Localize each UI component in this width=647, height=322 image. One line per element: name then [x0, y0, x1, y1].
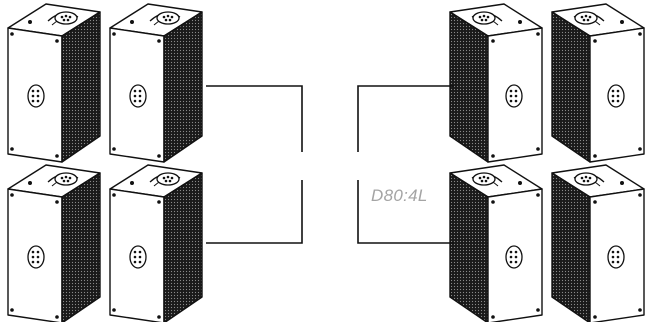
wire-left-bottom	[206, 180, 303, 244]
wire-right-bottom	[357, 180, 454, 244]
speaker-right-bottom-2	[551, 164, 645, 322]
speaker-right-top-2	[551, 3, 645, 163]
speaker-right-top-1	[449, 3, 543, 163]
speaker-left-bottom-2	[109, 164, 203, 322]
wire-left-top	[206, 85, 303, 152]
speaker-left-bottom-1	[7, 164, 101, 322]
wire-right-top	[357, 85, 454, 152]
speaker-left-top-2	[109, 3, 203, 163]
speaker-right-bottom-1	[449, 164, 543, 322]
speaker-left-top-1	[7, 3, 101, 163]
amplifier-label: D80:4L	[371, 186, 428, 205]
